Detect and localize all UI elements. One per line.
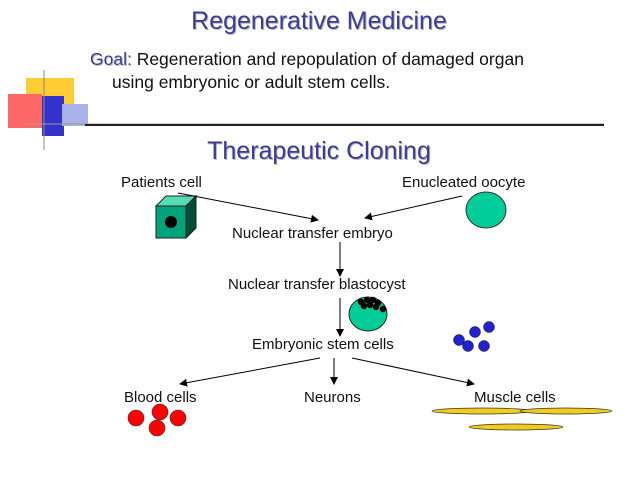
arrow-patient-to-embryo [177, 192, 319, 223]
decorative-squares [8, 70, 88, 150]
subtitle: Therapeutic Cloning [207, 137, 431, 165]
blastocyst-icon [348, 296, 388, 332]
oocyte-icon [465, 191, 507, 229]
label-patients-cell: Patients cell [121, 174, 202, 191]
stem-cells-icon [453, 321, 495, 352]
arrow-oocyte-to-embryo [364, 195, 463, 221]
goal-text: Goal: Regeneration and repopulation of d… [90, 48, 630, 94]
label-embryonic-stem-cells: Embryonic stem cells [252, 336, 394, 353]
label-nuclear-transfer-embryo: Nuclear transfer embryo [232, 225, 393, 242]
label-nuclear-transfer-blastocyst: Nuclear transfer blastocyst [228, 276, 406, 293]
deco-blue-square [42, 96, 64, 136]
deco-light-square [62, 104, 88, 126]
patient-cell-cube-icon [154, 194, 198, 240]
blood-cells-icon [127, 403, 187, 437]
arrow-stem-to-muscle [351, 357, 475, 387]
goal-text-line-2: using embryonic or adult stem cells. [112, 72, 391, 92]
label-enucleated-oocyte: Enucleated oocyte [402, 174, 526, 191]
deco-red-square [8, 94, 42, 128]
slide-title: Regenerative Medicine [191, 7, 447, 35]
goal-label: Goal: [90, 49, 132, 69]
label-muscle-cells: Muscle cells [474, 389, 556, 406]
arrow-stem-to-blood [179, 357, 321, 387]
label-blood-cells: Blood cells [124, 389, 197, 406]
label-neurons: Neurons [304, 389, 361, 406]
patient-cell-nucleus-icon [165, 216, 177, 228]
goal-text-line-1: Regeneration and repopulation of damaged… [131, 49, 524, 69]
muscle-cells-icon [431, 407, 613, 431]
